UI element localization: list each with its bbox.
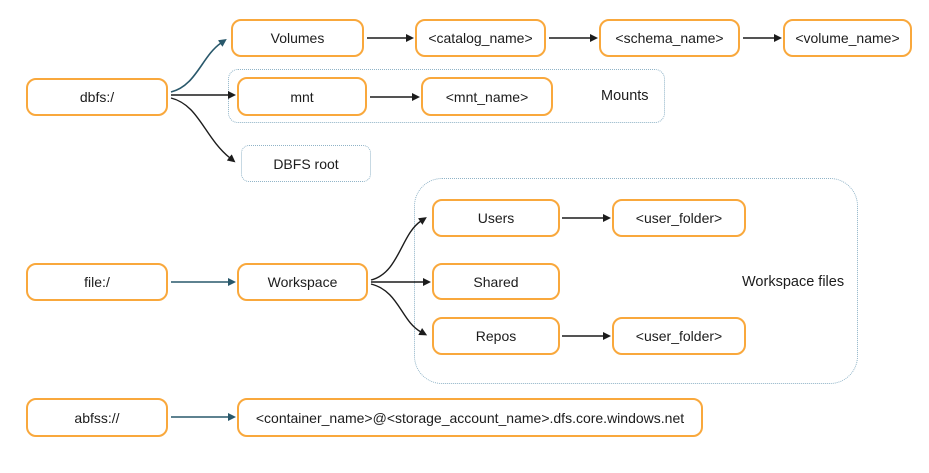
node-workspace: Workspace <box>237 263 368 301</box>
node-catalog-name: <catalog_name> <box>415 19 546 57</box>
node-user-folder-top: <user_folder> <box>612 199 746 237</box>
node-dbfs: dbfs:/ <box>26 78 168 116</box>
node-mnt: mnt <box>237 77 367 116</box>
mounts-group-label: Mounts <box>601 88 649 104</box>
node-abfss: abfss:// <box>26 398 168 437</box>
node-repos: Repos <box>432 317 560 355</box>
node-shared: Shared <box>432 263 560 300</box>
workspace-files-group-label: Workspace files <box>742 274 845 290</box>
workspace-files-group-container <box>414 178 858 384</box>
node-dbfs-root: DBFS root <box>241 145 371 182</box>
node-users: Users <box>432 199 560 237</box>
node-volumes: Volumes <box>231 19 364 57</box>
node-container-url: <container_name>@<storage_account_name>.… <box>237 398 703 437</box>
node-schema-name: <schema_name> <box>599 19 740 57</box>
node-user-folder-bottom: <user_folder> <box>612 317 746 355</box>
arrow-dbfs-to-volumes <box>170 39 227 93</box>
node-file: file:/ <box>26 263 168 301</box>
node-mnt-name: <mnt_name> <box>421 77 553 116</box>
arrow-dbfs-to-dbfs-root <box>170 97 236 163</box>
node-volume-name: <volume_name> <box>783 19 912 57</box>
